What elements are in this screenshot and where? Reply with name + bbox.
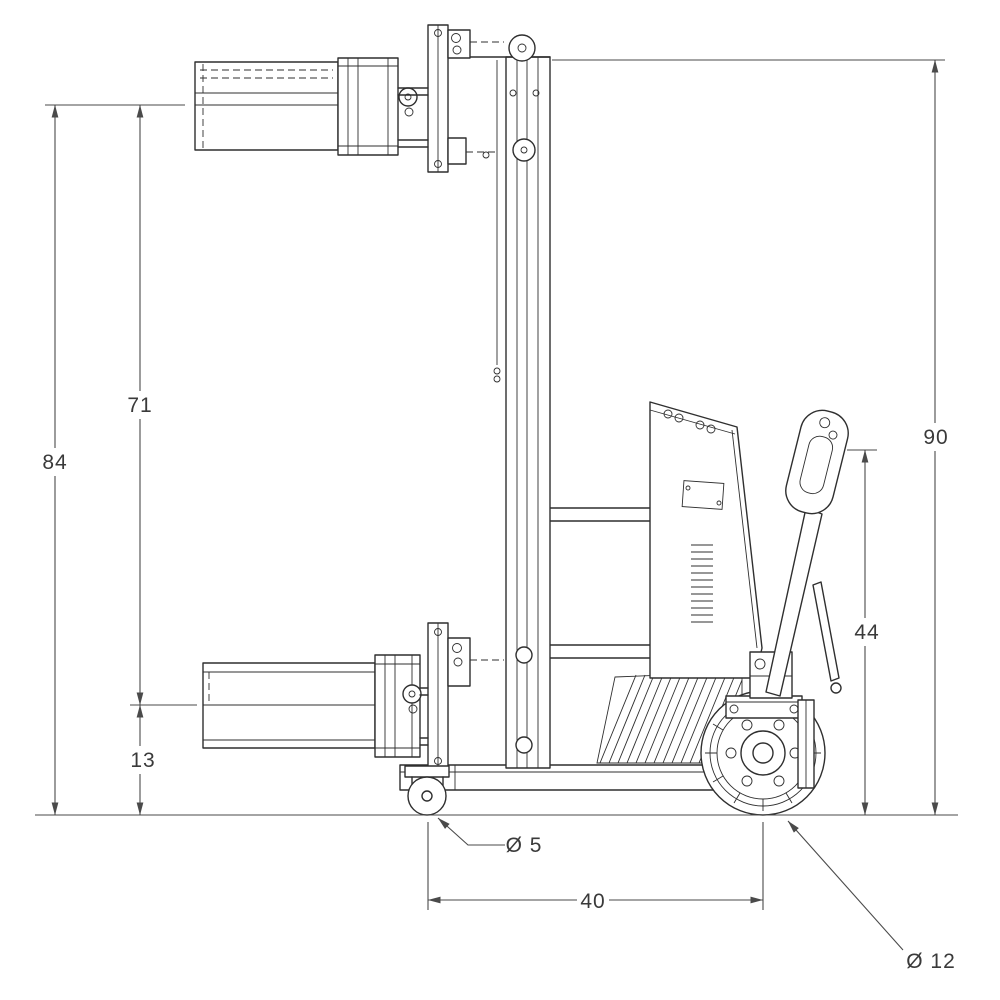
drive-wheel — [700, 690, 826, 816]
label-bg — [40, 448, 70, 476]
control-button — [819, 417, 831, 429]
handle-head-shell — [785, 409, 849, 515]
end-plate-ribs — [384, 655, 413, 757]
handle-grip-opening — [799, 435, 834, 495]
housing-bolt — [695, 420, 705, 430]
housing-bolt — [674, 413, 684, 423]
dim-label-fork-lowered-height: 13 — [130, 749, 155, 772]
label-bg — [577, 887, 609, 915]
housing-bolt — [663, 409, 673, 419]
body-housing — [649, 401, 763, 679]
fork-bars-upper — [397, 87, 429, 148]
mast-cross-braces — [549, 507, 657, 659]
label-bg — [125, 391, 155, 419]
end-plate-flanges — [375, 663, 420, 749]
dimension-layer: 84 71 13 90 44 40 Ø 5 Ø 12 — [35, 59, 958, 973]
dim-label-wheel-diameter: Ø 12 — [906, 950, 956, 973]
chassis-frame — [399, 507, 758, 791]
chain-link — [493, 375, 501, 383]
mast-bolt — [515, 646, 533, 664]
leader-caster-diameter — [437, 817, 505, 846]
end-plate-flanges — [338, 65, 398, 147]
dim-label-wheelbase: 40 — [580, 890, 605, 913]
mast-bolt — [532, 89, 540, 97]
roller-pin — [520, 146, 528, 154]
clamp-end-plate-upper — [337, 57, 399, 156]
fork-bars-lower — [419, 687, 429, 746]
front-caster — [404, 765, 450, 816]
hub-bolt — [741, 775, 753, 787]
carriage-bracket-lower — [447, 637, 471, 687]
housing-bolt — [706, 424, 716, 434]
pivot-bolt — [754, 658, 766, 670]
caster-top-plate — [404, 765, 450, 778]
clamp-slide-bars-lower — [203, 671, 375, 741]
bracket-bolt — [451, 33, 461, 43]
chain-link — [493, 367, 501, 375]
bracket-bolt — [452, 45, 462, 55]
label-bg — [128, 746, 158, 774]
fork-assembly-raised — [194, 24, 504, 173]
nameplate-rivet — [716, 500, 722, 506]
hub-bolt — [741, 719, 753, 731]
dim-label-lift-travel: 71 — [127, 394, 152, 417]
dim-label-overall-height: 90 — [923, 426, 948, 449]
latch-roller-upper — [398, 87, 418, 107]
control-button — [828, 430, 838, 440]
hub-bolt — [773, 719, 785, 731]
clamp-hidden-lines — [200, 69, 333, 79]
base-frame — [399, 764, 758, 791]
hub-bolt — [773, 775, 785, 787]
latch-pin — [408, 690, 416, 698]
clamp-body-upper — [194, 61, 339, 151]
carriage-bolt — [434, 757, 442, 765]
hook-pin — [482, 151, 490, 159]
mount-bolt — [729, 704, 739, 714]
clamp-body-lower — [202, 662, 376, 749]
chain-sheave — [508, 34, 536, 62]
leader-wheel-diameter — [787, 820, 904, 951]
dim-label-fork-raised-height: 84 — [42, 451, 67, 474]
latch-pin — [404, 93, 412, 101]
latch-roller-lower — [402, 684, 422, 704]
end-plate-ribs — [347, 58, 389, 155]
carriage-bolt — [434, 628, 442, 636]
carriage-hook-upper — [447, 137, 467, 165]
caster-hub — [421, 790, 433, 802]
clamp-end-plate-lower — [374, 654, 421, 758]
bracket-bolt — [452, 643, 462, 653]
vent-slots — [691, 544, 713, 623]
tiller-handle — [749, 409, 849, 699]
hub-bolt — [725, 747, 737, 759]
mast — [431, 34, 551, 769]
label-bg — [920, 423, 952, 451]
latch-bolt — [404, 107, 414, 117]
carriage-bolt — [434, 29, 442, 37]
fork-assembly-lowered — [202, 622, 504, 771]
sheave-pin — [517, 43, 527, 53]
dim-label-caster-diameter: Ø 5 — [506, 834, 543, 857]
dim-label-handle-height: 44 — [854, 621, 879, 644]
mast-bolt — [515, 736, 533, 754]
nameplate — [681, 480, 725, 510]
housing-right-seam — [731, 429, 758, 649]
tiller-arm — [765, 507, 823, 697]
gas-spring-eye — [830, 682, 842, 694]
handle-head — [785, 409, 849, 515]
housing-outline — [649, 401, 763, 679]
carriage-bolt — [434, 160, 442, 168]
gas-spring — [812, 581, 840, 682]
latch-bolt — [408, 704, 418, 714]
label-bg — [851, 618, 883, 646]
mast-bolt — [509, 89, 517, 97]
wheel-hub-cap — [752, 742, 774, 764]
bracket-bolt — [453, 657, 463, 667]
mast-roller — [512, 138, 536, 162]
nameplate-rivet — [685, 485, 691, 491]
